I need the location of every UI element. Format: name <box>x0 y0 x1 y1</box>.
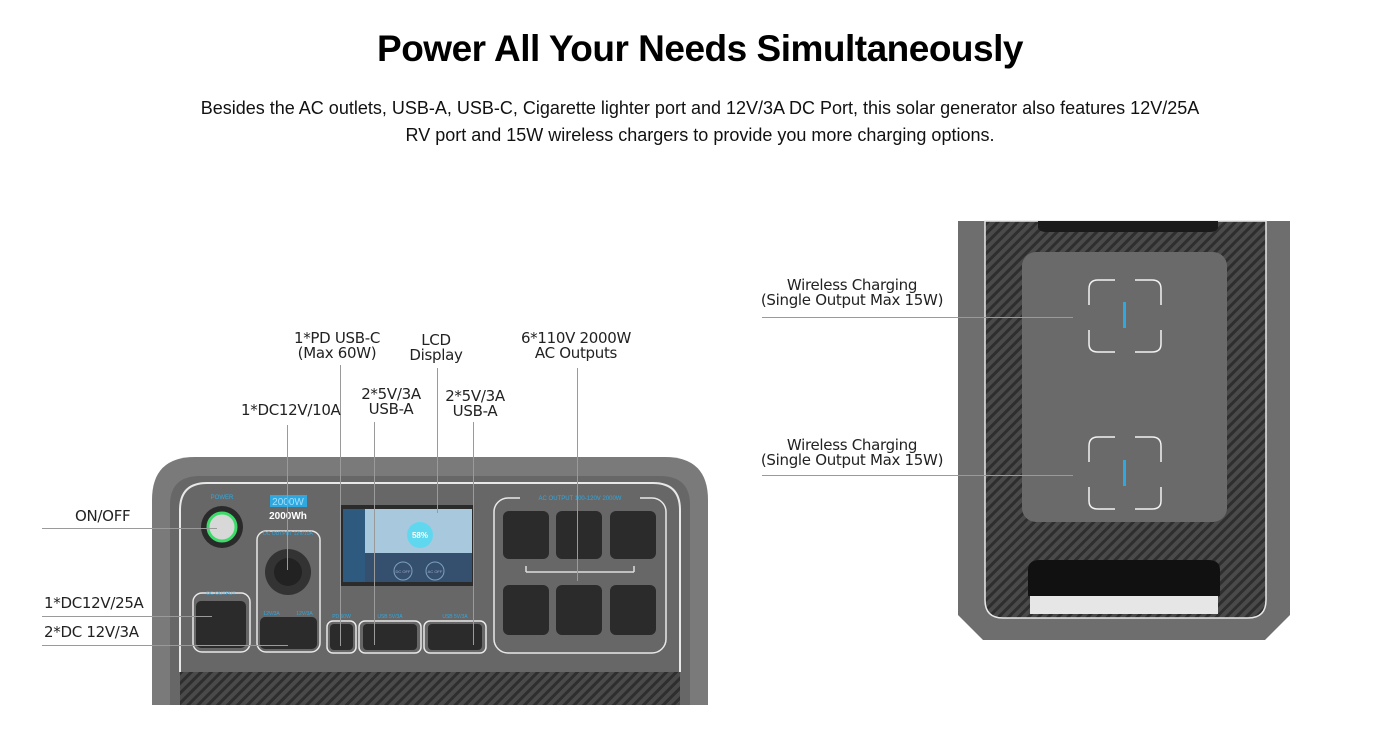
label-usba-2-line1: 2*5V/3A <box>445 387 505 405</box>
usb1-print: USB 5V/3A <box>377 614 403 620</box>
dc-25a-line <box>42 616 212 617</box>
label-wireless-1-line1: Wireless Charging <box>786 276 918 294</box>
power-button <box>206 511 238 543</box>
description-line-2: RV port and 15W wireless chargers to pro… <box>405 125 995 145</box>
usba1-line <box>374 422 375 645</box>
ac-line <box>577 368 578 581</box>
usb2-print: USB 5V/3A <box>442 614 468 620</box>
label-wireless-2-line1: Wireless Charging <box>786 436 918 454</box>
on-off-line <box>42 528 217 529</box>
label-dc-25a: 1*DC12V/25A <box>44 594 144 612</box>
label-pd-usbc-line2: (Max 60W) <box>297 344 377 362</box>
label-wireless-2: Wireless Charging(Single Output Max 15W) <box>752 438 952 468</box>
svg-text:58%: 58% <box>412 531 428 540</box>
svg-text:AC OFF: AC OFF <box>428 569 443 574</box>
label-on-off: ON/OFF <box>75 507 131 525</box>
dc-3a-print-left: 12V/3A <box>263 611 280 617</box>
wireless2-line <box>762 475 1073 476</box>
svg-text:DC OFF: DC OFF <box>396 569 411 574</box>
label-pd-usbc: 1*PD USB-C(Max 60W) <box>287 331 387 361</box>
svg-text:DC OUTPUT: DC OUTPUT <box>206 591 235 597</box>
description-line-1: Besides the AC outlets, USB-A, USB-C, Ci… <box>200 98 1200 118</box>
label-ac-line1: 6*110V 2000W <box>520 329 632 347</box>
dc-3a-print: 12V/3A 12V/3A <box>255 611 321 617</box>
lcd-line <box>437 368 438 513</box>
wireless1-line <box>762 317 1073 318</box>
svg-text:2000Wh: 2000Wh <box>269 511 307 522</box>
svg-text:AC OUTPUT 100-120V 2000W: AC OUTPUT 100-120V 2000W <box>539 496 622 502</box>
pd-usbc-line <box>340 365 341 646</box>
label-usba-2-line2: USB-A <box>452 402 498 420</box>
dc-3a-print-right: 12V/3A <box>296 611 313 617</box>
label-wireless-1-line2: (Single Output Max 15W) <box>760 291 944 309</box>
power-print: POWER <box>211 495 234 501</box>
dc-3a-line <box>42 645 288 646</box>
page-title: Power All Your Needs Simultaneously <box>377 28 1023 69</box>
label-wireless-2-line2: (Single Output Max 15W) <box>760 451 944 469</box>
usba2-line <box>473 422 474 645</box>
pd-print: PD 60W <box>332 614 351 620</box>
label-dc-3a: 2*DC 12V/3A <box>44 623 139 641</box>
label-usba-1-line1: 2*5V/3A <box>361 385 421 403</box>
label-dc-10a: 1*DC12V/10A <box>241 401 341 419</box>
label-lcd-line2: Display <box>409 346 463 364</box>
dc-10a-line <box>287 425 288 570</box>
svg-text:2000W: 2000W <box>272 497 304 508</box>
label-lcd-line1: LCD <box>421 331 451 349</box>
label-ac-line2: AC Outputs <box>534 344 618 362</box>
svg-text:DC OUTPUT 12V/10A: DC OUTPUT 12V/10A <box>263 531 313 537</box>
label-usba-1-line2: USB-A <box>368 400 414 418</box>
label-pd-usbc-line1: 1*PD USB-C <box>293 329 381 347</box>
description: Besides the AC outlets, USB-A, USB-C, Ci… <box>200 95 1200 149</box>
label-wireless-1: Wireless Charging(Single Output Max 15W) <box>752 278 952 308</box>
